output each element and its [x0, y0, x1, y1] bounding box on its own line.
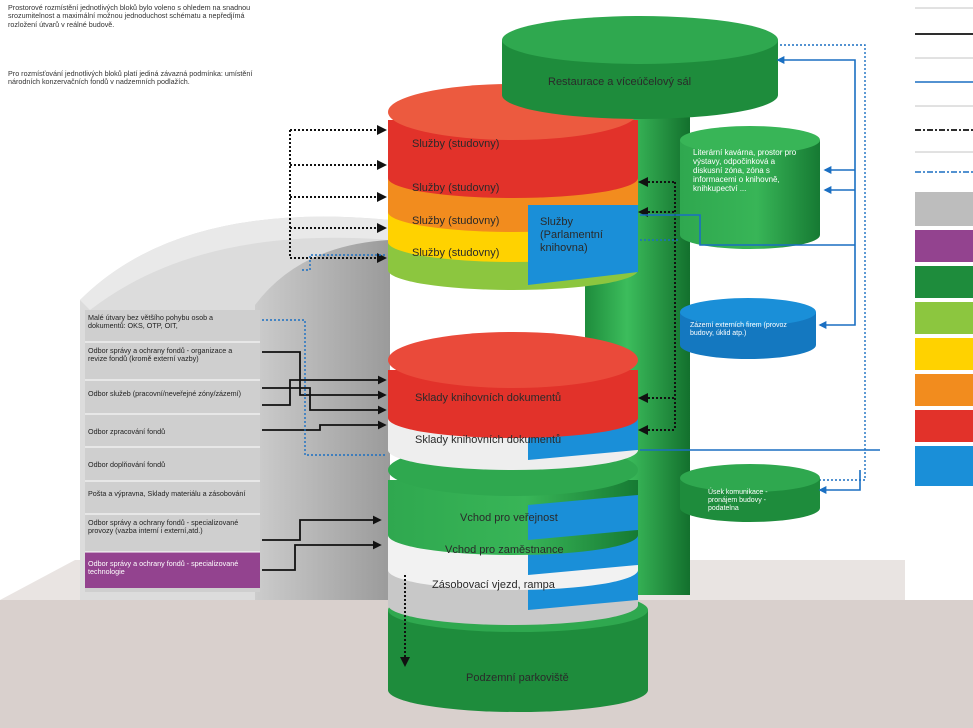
- department-label-7: Odbor správy a ochrany fondů - specializ…: [88, 518, 239, 535]
- department-label-8: Odbor správy a ochrany fondů - specializ…: [88, 559, 239, 576]
- department-label-3: Odbor služeb (pracovní/neveřejné zóny/zá…: [88, 389, 242, 398]
- public-entrance-label: Vchod pro veřejnost: [460, 512, 558, 524]
- services-label-1: Služby (studovny): [412, 138, 500, 150]
- supply-ramp-label: Zásobovací vjezd, rampa: [432, 579, 555, 591]
- intro-paragraph-1: Prostorové rozmístění jednotlivých bloků…: [8, 3, 251, 29]
- connector-lines-solid: [262, 351, 387, 571]
- connector-lines-blue: [640, 56, 880, 494]
- literary-cafe-cylinder: [680, 126, 820, 249]
- department-label-1: Malé útvary bez většího pohybu osob a do…: [88, 313, 214, 330]
- intro-paragraph-2: Pro rozmísťování jednotlivých bloků plat…: [8, 69, 253, 87]
- departments-block: [80, 216, 390, 600]
- department-label-4: Odbor zpracování fondů: [88, 427, 166, 436]
- storage-stack: [388, 332, 638, 470]
- entrance-stack: [388, 444, 638, 625]
- communications-label: Úsek komunikace - pronájem budovy - poda…: [708, 489, 768, 512]
- services-parliament-label: Služby (Parlamentní knihovna): [540, 216, 603, 254]
- services-label-2: Služby (studovny): [412, 182, 500, 194]
- department-label-5: Odbor doplňování fondů: [88, 460, 166, 469]
- department-label-6: Pošta a výpravna, Sklady materiálu a zás…: [88, 489, 246, 498]
- communications-cylinder: [680, 464, 820, 522]
- services-label-3: Služby (studovny): [412, 215, 500, 227]
- department-label-2: Odbor správy a ochrany fondů - organizac…: [88, 346, 233, 363]
- services-stack: [388, 84, 638, 290]
- connector-lines-blue-dotted: [262, 44, 866, 481]
- external-firms-label: Zázemí externích firem (provoz budovy, ú…: [690, 322, 787, 337]
- restaurant-disc: [502, 16, 778, 119]
- services-label-4: Služby (studovny): [412, 247, 500, 259]
- staff-entrance-label: Vchod pro zaměstnance: [445, 544, 564, 556]
- legend: [915, 7, 973, 486]
- external-firms-cylinder: [680, 298, 816, 359]
- connector-lines-black: [289, 125, 676, 667]
- storage-label-1: Sklady knihovních dokumentů: [415, 392, 562, 404]
- storage-label-2: Sklady knihovních dokumentů: [415, 434, 562, 446]
- parking-label: Podzemní parkoviště: [466, 672, 569, 684]
- restaurant-label: Restaurace a víceúčelový sál: [548, 76, 692, 88]
- literary-cafe-label: Literární kavárna, prostor pro výstavy, …: [693, 148, 797, 193]
